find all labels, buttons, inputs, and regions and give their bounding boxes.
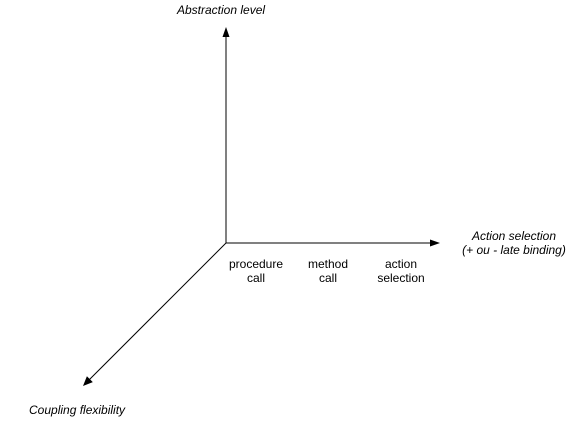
depth-axis-line xyxy=(87,242,227,382)
horizontal-axis-label: Action selection (+ ou - late binding) xyxy=(459,229,569,257)
tick-label-action-selection: action selection xyxy=(377,257,425,285)
horizontal-axis-arrowhead xyxy=(430,239,440,247)
horizontal-axis-label-line2: (+ ou - late binding) xyxy=(462,243,566,257)
depth-axis-arrowhead xyxy=(83,376,93,386)
vertical-axis-arrowhead xyxy=(222,27,230,37)
vertical-axis-label: Abstraction level xyxy=(177,3,266,17)
horizontal-axis-label-line1: Action selection xyxy=(471,229,557,243)
tick-label-procedure-call: procedure call xyxy=(228,257,284,285)
tick-label-method-call: method call xyxy=(307,257,349,285)
depth-axis-label: Coupling flexibility xyxy=(29,403,126,417)
